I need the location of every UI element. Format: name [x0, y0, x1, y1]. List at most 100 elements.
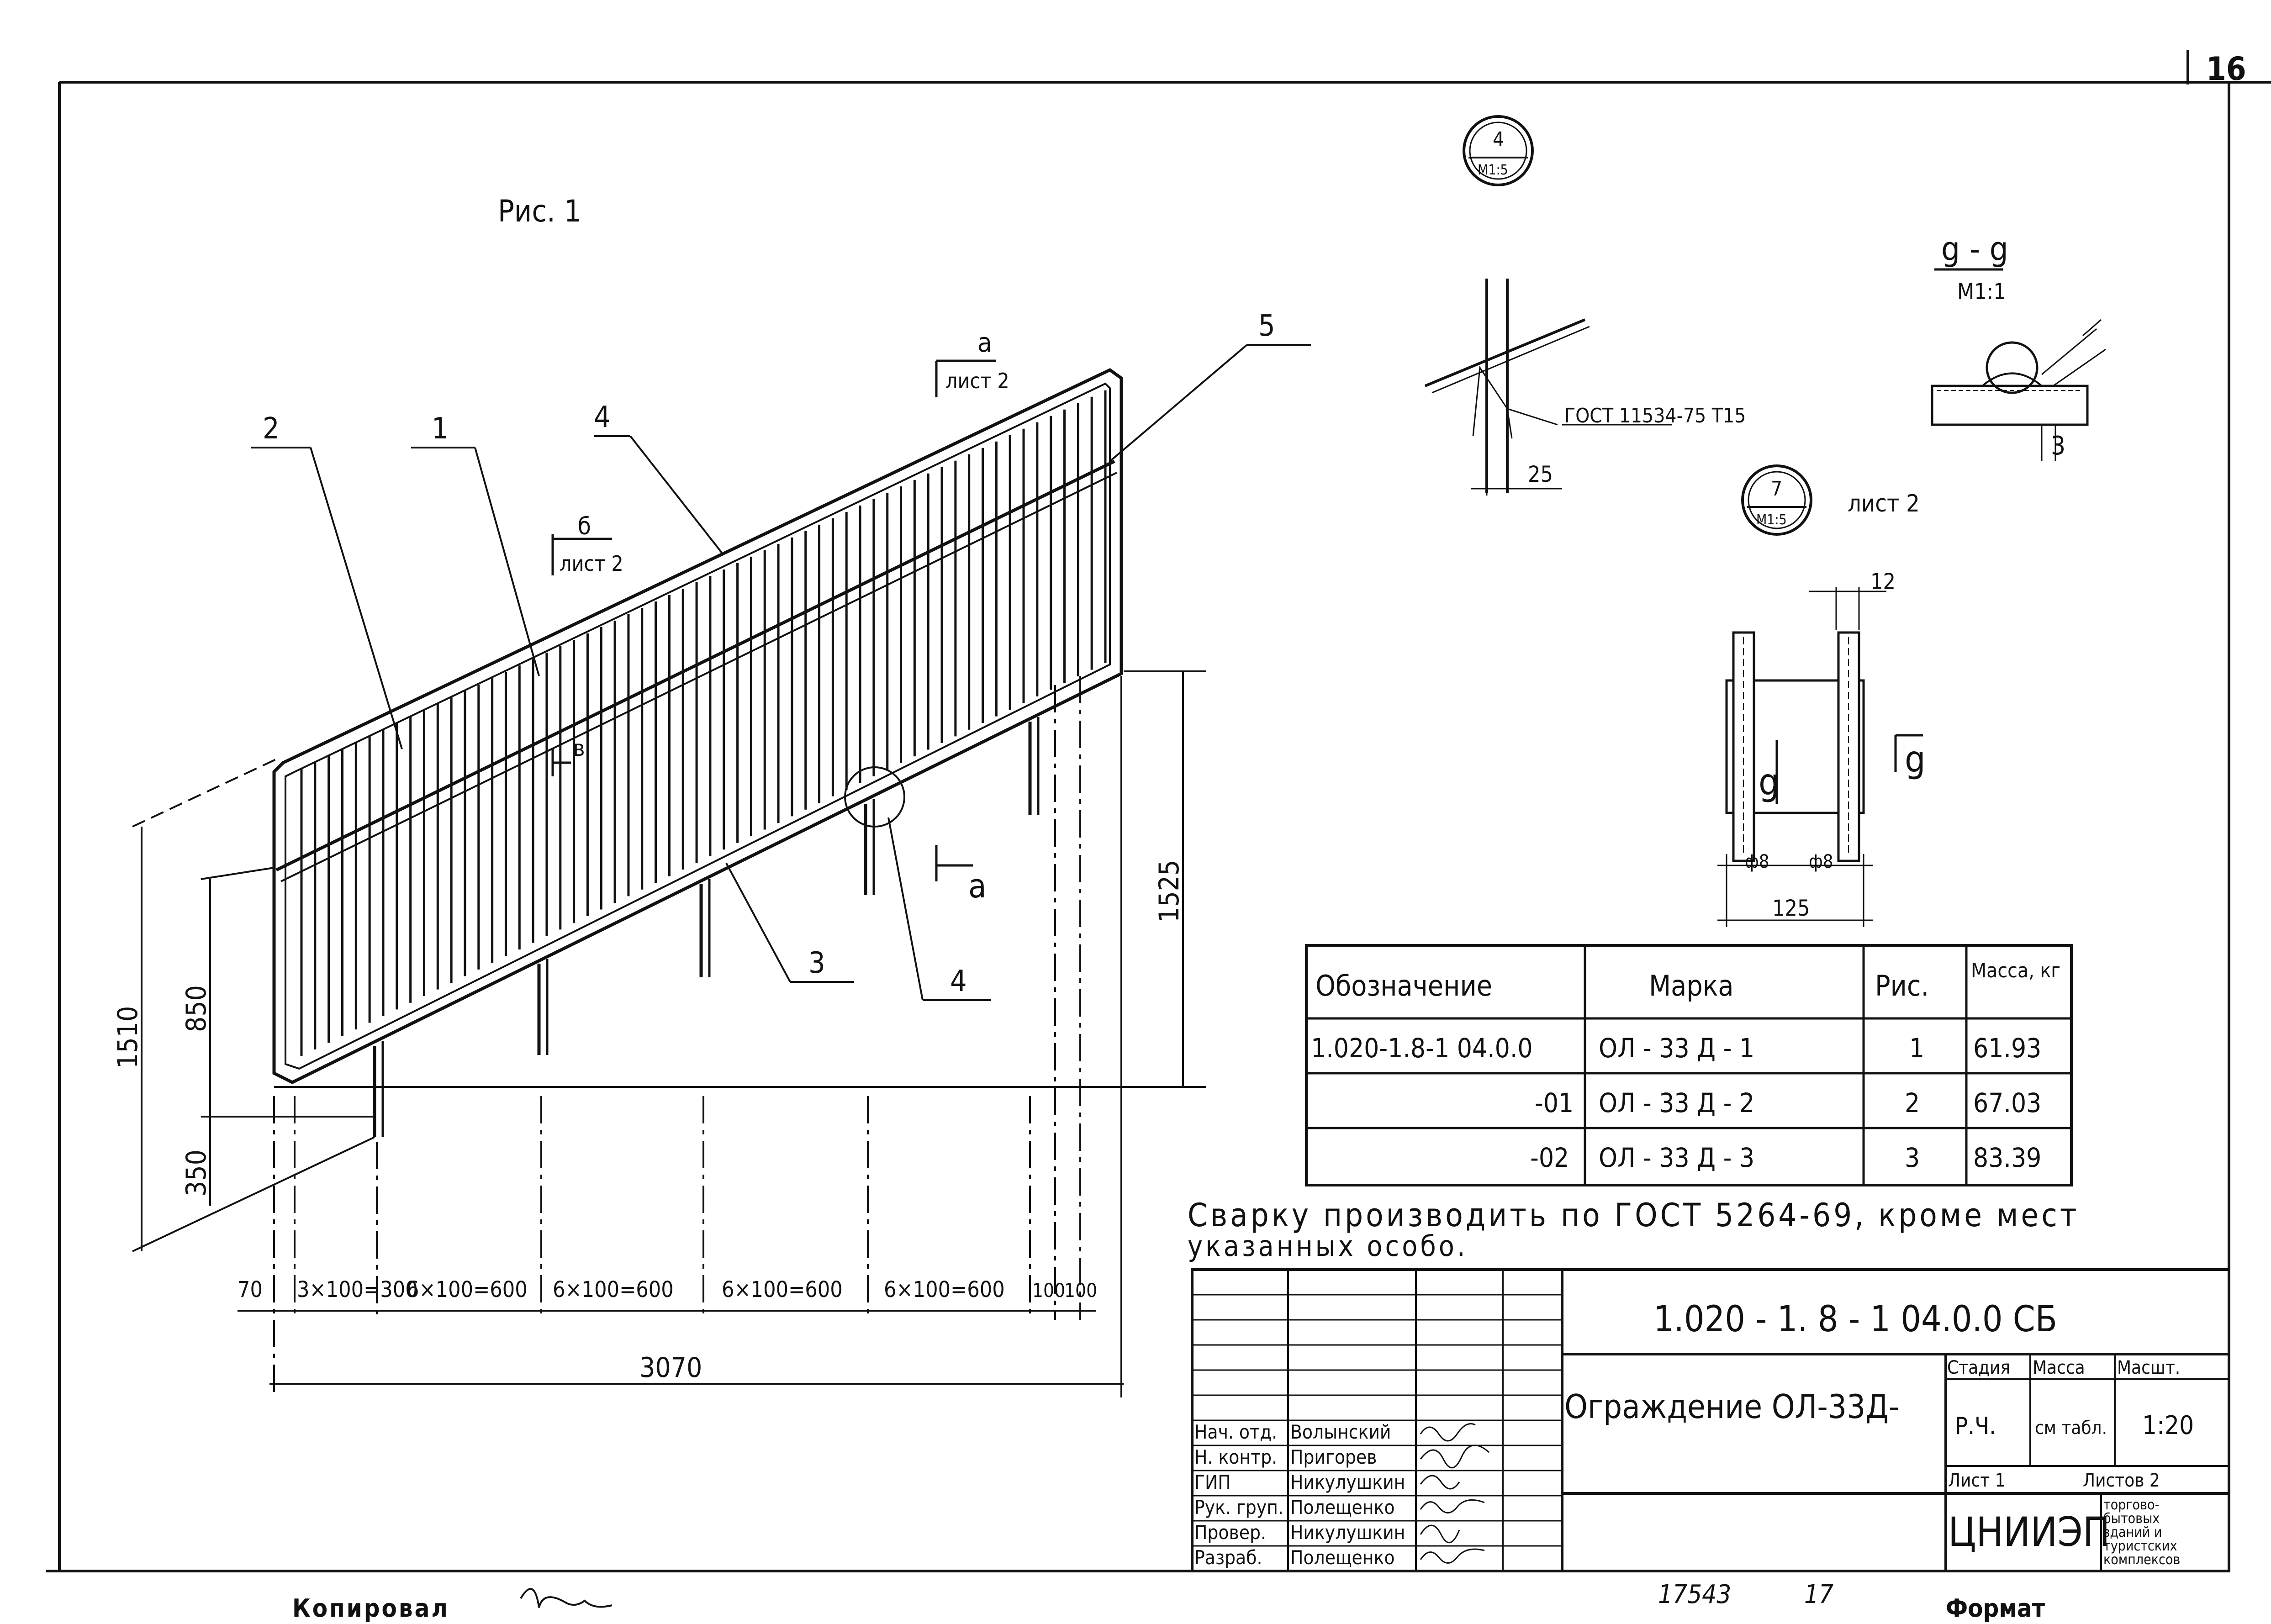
bottom-dims: 70 3×100=300 6×100=600 6×100=600 6×100=6…	[238, 1277, 1097, 1302]
spec-table	[1305, 944, 2073, 1186]
dim-1525: 1525	[1153, 860, 1185, 923]
spec-header-mass: Масса, кг	[1971, 959, 2060, 982]
role-3: ГИП	[1194, 1471, 1231, 1493]
dim-100-b: 100	[1064, 1279, 1097, 1302]
callout-4: 4	[594, 401, 611, 434]
spec-row2-fig: 2	[1905, 1087, 1920, 1118]
spec-row3-mark: ОЛ - 33 Д - 3	[1599, 1142, 1754, 1173]
callout-4b: 4	[950, 965, 967, 998]
section-a-ref: лист 2	[945, 369, 1009, 393]
detail-4-gost: ГОСТ 11534-75 Т15	[1564, 404, 1746, 427]
callout-2: 2	[263, 412, 280, 446]
detail-7-dia-left: ф8	[1745, 851, 1769, 872]
dim-6x100-a: 6×100=600	[407, 1277, 528, 1302]
detail-7-number: 7	[1771, 477, 1782, 501]
sheet-number: Лист 1	[1948, 1470, 2006, 1491]
name-5: Никулушкин	[1290, 1521, 1405, 1544]
callout-3: 3	[808, 946, 825, 980]
spec-row1-designation: 1.020-1.8-1 04.0.0	[1311, 1033, 1533, 1064]
callout-1: 1	[432, 412, 449, 446]
detail-4	[1424, 115, 1672, 496]
dim-850: 850	[180, 985, 212, 1032]
detail-4-scale: M1:5	[1478, 162, 1508, 178]
format-label: Формат	[1946, 1594, 2045, 1623]
stage-value: Р.Ч.	[1955, 1413, 1996, 1440]
name-6: Полещенко	[1290, 1546, 1394, 1569]
detail-g-title: g - g	[1941, 230, 2008, 268]
detail-7-ref: лист 2	[1848, 490, 1920, 517]
dim-6x100-c: 6×100=600	[722, 1277, 843, 1302]
section-a-letter: а	[977, 327, 992, 358]
title-block-roles: Нач. отд. Волынский Н. контр. Пригорев Г…	[1194, 1421, 1405, 1569]
dim-6x100-d: 6×100=600	[884, 1277, 1005, 1302]
spec-row3-fig: 3	[1905, 1142, 1920, 1173]
dim-6x100-b: 6×100=600	[553, 1277, 674, 1302]
role-6: Разраб.	[1194, 1546, 1262, 1569]
name-2: Пригорев	[1290, 1446, 1377, 1468]
detail-7-scale: M1:5	[1756, 512, 1787, 528]
spec-row3-mass: 83.39	[1973, 1142, 2041, 1173]
railing-isometric	[272, 368, 1123, 1137]
sheets-total: Листов 2	[2083, 1470, 2160, 1491]
org-sub-5: комплексов	[2103, 1552, 2180, 1568]
role-1: Нач. отд.	[1194, 1421, 1277, 1443]
role-2: Н. контр.	[1194, 1446, 1277, 1468]
section-v: в	[573, 736, 585, 761]
spec-table-cells: Обозначение Марка Рис. Масса, кг 1.020-1…	[1311, 959, 2060, 1173]
section-marks	[551, 359, 996, 881]
section-b-ref: лист 2	[560, 551, 623, 576]
name-3: Никулушкин	[1290, 1471, 1405, 1493]
spec-header-fig: Рис.	[1875, 969, 1929, 1002]
org-sub-3: зданий и	[2103, 1524, 2162, 1540]
drawing-title: Ограждение ОЛ-33Д-	[1564, 1387, 1899, 1426]
detail-4-number: 4	[1493, 128, 1504, 151]
detail-4-dim: 25	[1528, 462, 1553, 487]
detail-g-dim: 3	[2051, 431, 2065, 461]
detail-7-label-right: g	[1905, 738, 1926, 780]
note-line1: Сварку производить по ГОСТ 5264-69, кром…	[1188, 1197, 2080, 1234]
spec-row1-mark: ОЛ - 33 Д - 1	[1599, 1033, 1754, 1064]
org-sub-1: торгово-	[2103, 1497, 2159, 1513]
stamp-number-1: 17543	[1658, 1580, 1731, 1609]
title-block	[1191, 1268, 2230, 1572]
dim-3x100: 3×100=300	[297, 1277, 418, 1302]
spec-row2-mark: ОЛ - 33 Д - 2	[1599, 1087, 1754, 1118]
mass-value: см табл.	[2035, 1418, 2107, 1439]
detail-7-dim-top: 12	[1870, 569, 1896, 595]
vertical-dimensions	[132, 670, 1206, 1252]
role-4: Рук. груп.	[1194, 1496, 1283, 1519]
spec-row2-mass: 67.03	[1973, 1087, 2041, 1118]
callout-leaders	[251, 344, 1311, 1001]
name-1: Волынский	[1290, 1421, 1391, 1443]
org-sub-2: бытовых	[2103, 1511, 2160, 1527]
detail-g-g	[1931, 268, 2106, 461]
scale-value: 1:20	[2142, 1411, 2194, 1440]
signatures	[1420, 1423, 1489, 1564]
mass-header: Масса	[2033, 1357, 2085, 1378]
detail-7-dia-right: ф8	[1809, 851, 1833, 872]
dim-3070: 3070	[639, 1352, 702, 1384]
spec-row3-designation: -02	[1530, 1142, 1569, 1173]
name-4: Полещенко	[1290, 1496, 1394, 1519]
dim-1510: 1510	[112, 1006, 144, 1069]
figure-label: Рис. 1	[498, 194, 581, 229]
detail-7	[1717, 464, 1923, 927]
spec-header-designation: Обозначение	[1315, 969, 1492, 1002]
note-line2: указанных особо.	[1188, 1229, 1468, 1263]
spec-header-mark: Марка	[1649, 969, 1734, 1002]
section-a-lower: а	[968, 867, 987, 905]
detail-g-scale: M1:1	[1957, 279, 2006, 305]
detail-7-dim-bottom: 125	[1772, 896, 1810, 921]
copier-signature	[520, 1588, 613, 1608]
dim-350: 350	[180, 1149, 212, 1197]
section-b-letter: б	[578, 513, 591, 540]
copied-by-label: Копировал	[292, 1594, 449, 1623]
org-name: ЦНИИЭП	[1948, 1508, 2110, 1555]
dim-100-a: 100	[1032, 1279, 1065, 1302]
detail-7-label-left: g	[1759, 761, 1780, 803]
spec-row1-fig: 1	[1909, 1033, 1924, 1064]
spec-row2-designation: -01	[1535, 1087, 1574, 1118]
bottom-dimension-chain	[238, 676, 1124, 1397]
org-sub-4: туристских	[2103, 1538, 2177, 1554]
